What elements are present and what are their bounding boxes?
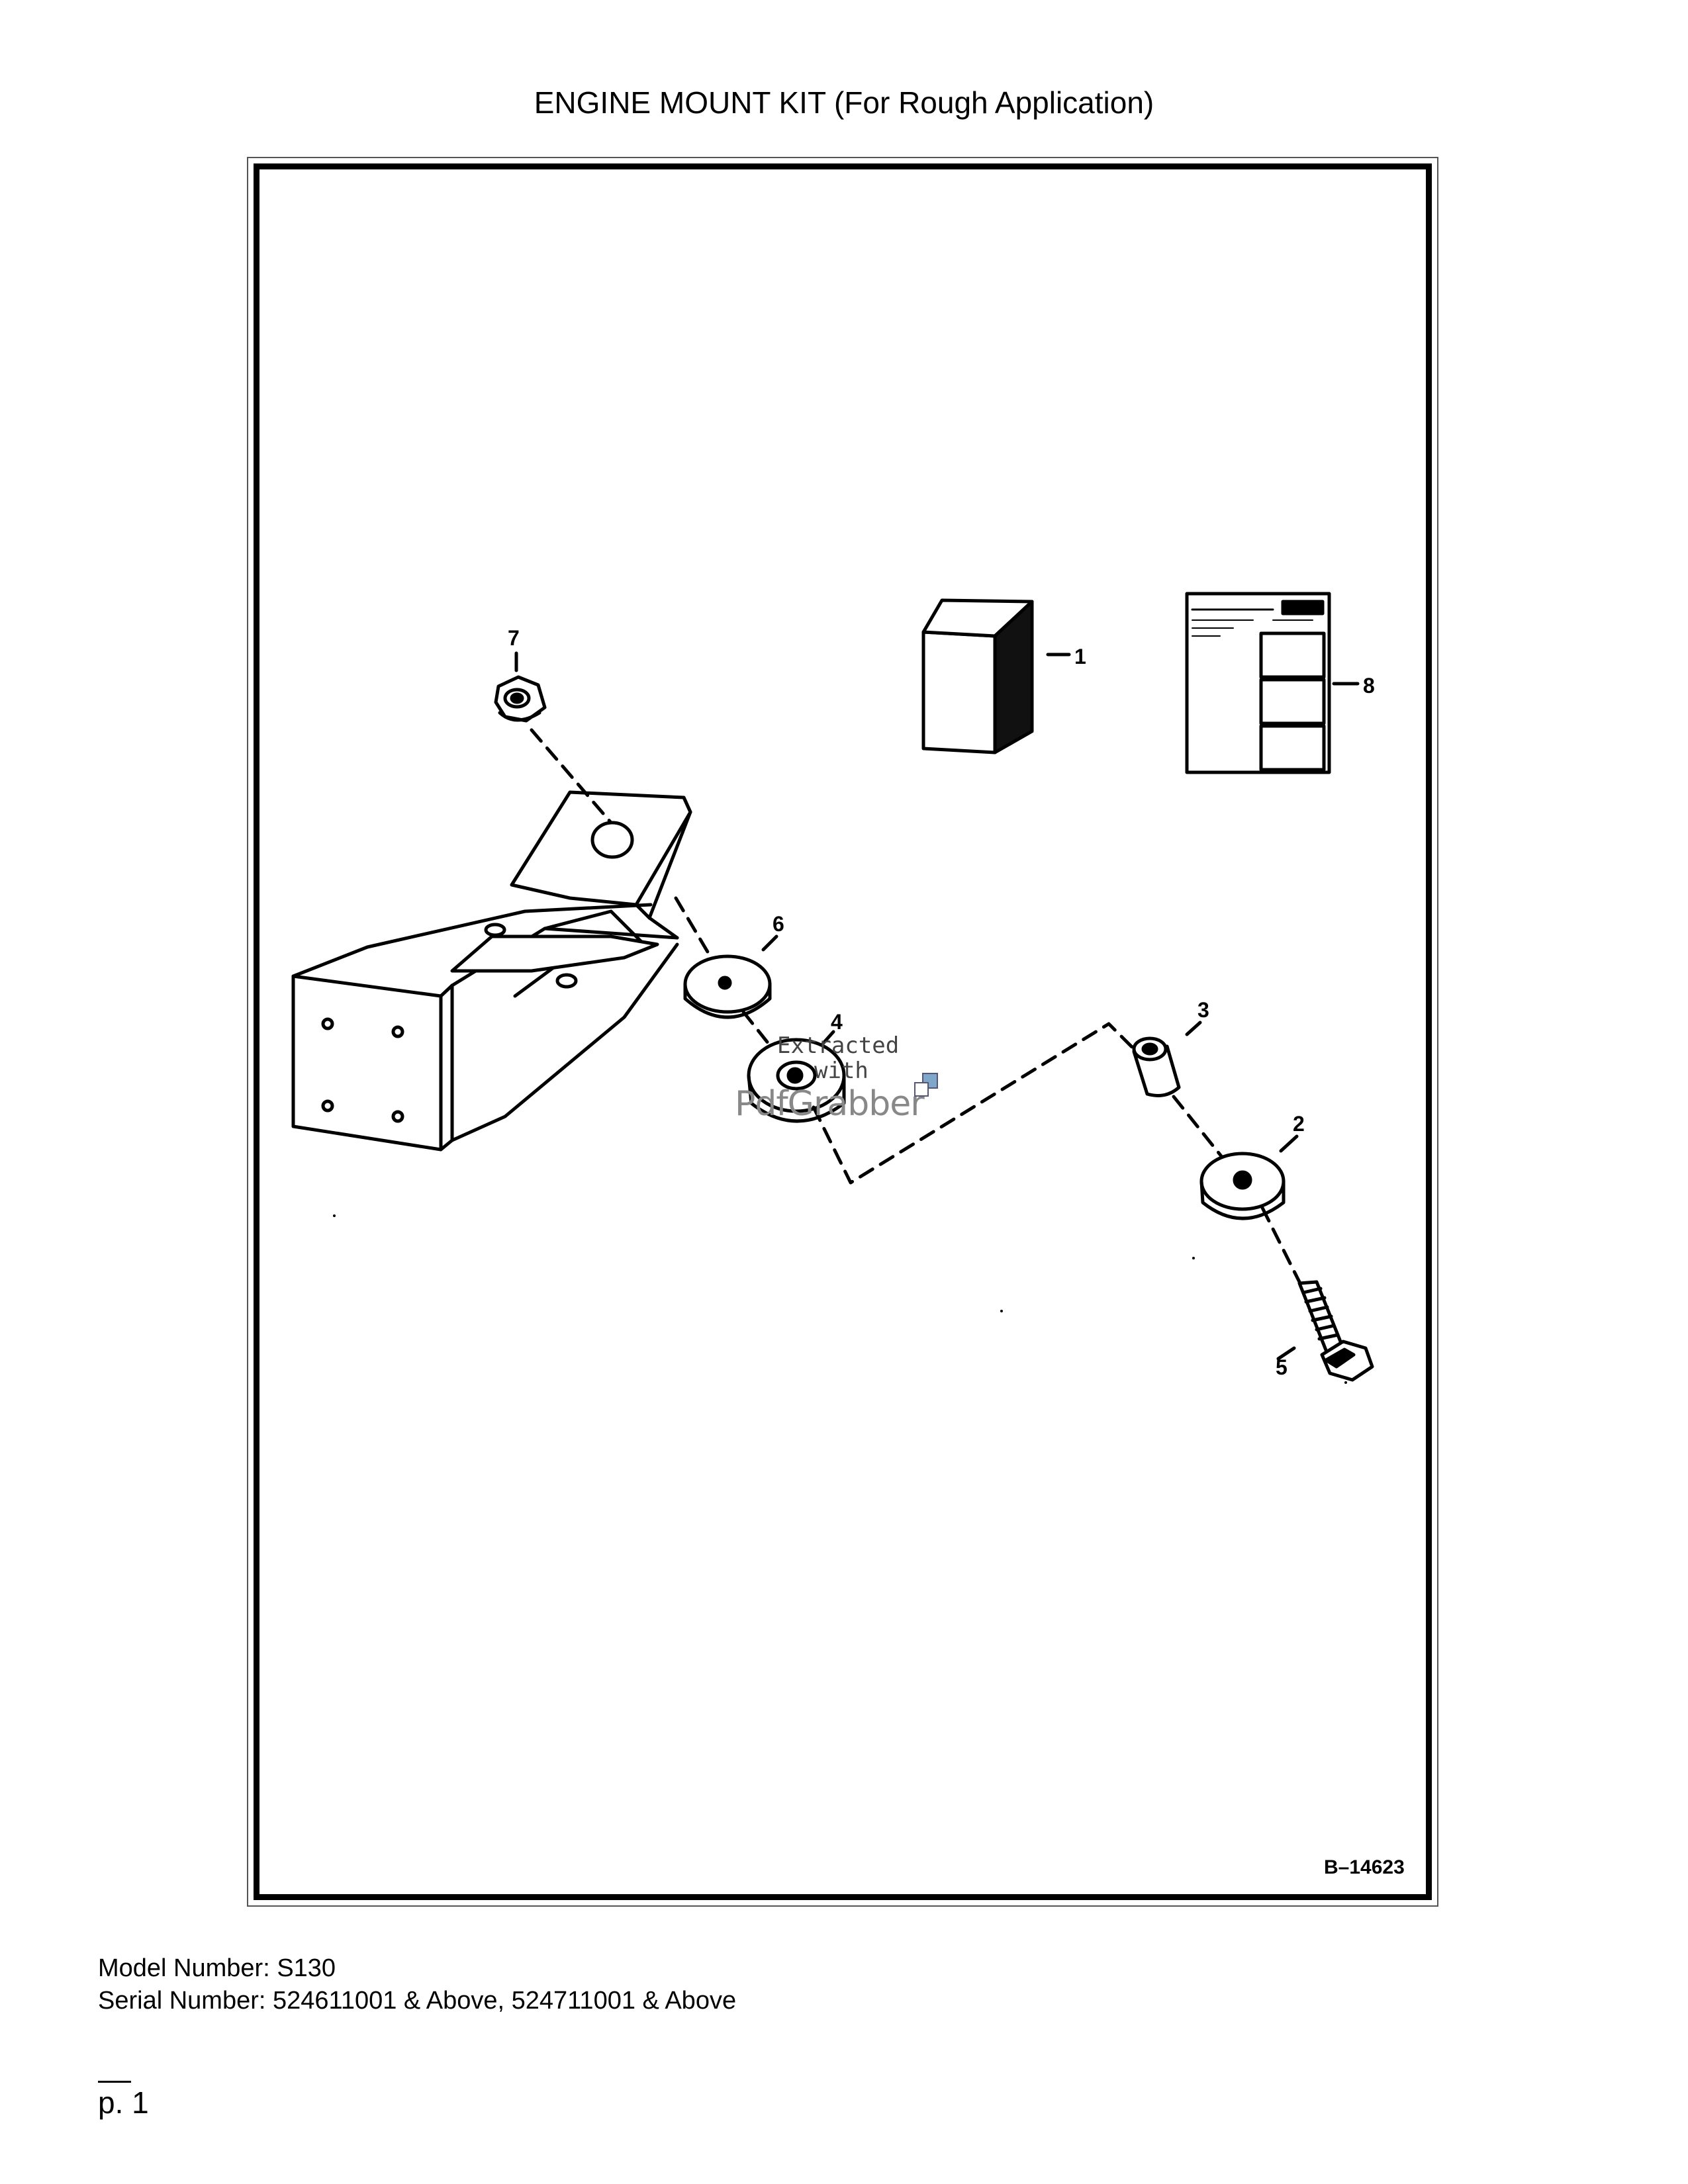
callout-6: 6 <box>773 912 784 936</box>
model-number: Model Number: S130 <box>98 1954 336 1982</box>
watermark-brand: PdfGrabber <box>735 1084 925 1124</box>
callout-4: 4 <box>831 1010 843 1034</box>
part-8-instruction-sheet <box>1185 592 1331 774</box>
callout-2: 2 <box>1293 1112 1305 1136</box>
leader-5 <box>1276 1346 1296 1361</box>
callout-5: 5 <box>1276 1355 1288 1379</box>
leader-3 <box>1185 1021 1202 1036</box>
page-rule <box>98 2081 131 2083</box>
part-2-isolator <box>1199 1152 1286 1220</box>
part-5-bolt <box>1297 1280 1374 1382</box>
part-6-isolator <box>683 954 772 1019</box>
callout-7: 7 <box>508 626 520 650</box>
callout-8: 8 <box>1363 674 1375 698</box>
watermark-logo-icon <box>914 1073 938 1097</box>
part-3-sleeve <box>1132 1036 1181 1097</box>
watermark-line-1: Extracted <box>777 1032 900 1059</box>
watermark: Extracted with PdfGrabber <box>735 1032 960 1145</box>
page-title: ENGINE MOUNT KIT (For Rough Application) <box>534 85 1154 120</box>
leader-4 <box>821 1030 835 1046</box>
callout-3: 3 <box>1197 998 1209 1022</box>
leader-6 <box>761 934 778 952</box>
figure-number: B–14623 <box>1324 1856 1405 1878</box>
watermark-line-2: with <box>814 1058 868 1084</box>
figure-frame-outer <box>247 157 1438 1907</box>
model-info: Model Number: S130 Serial Number: 524611… <box>98 1952 736 2017</box>
part-7-nut <box>494 675 547 723</box>
part-4-isolator <box>747 1038 846 1123</box>
page-number: p. 1 <box>98 2085 149 2120</box>
parts-diagram: 1 2 3 4 5 6 7 8 <box>291 592 1375 1384</box>
assembly-lines <box>530 728 1301 1284</box>
serial-number: Serial Number: 524611001 & Above, 524711… <box>98 1987 737 2015</box>
leader-2 <box>1279 1134 1299 1153</box>
part-1-box <box>921 598 1034 754</box>
scan-specks <box>333 1214 1347 1384</box>
callout-1: 1 <box>1074 645 1086 668</box>
figure-frame <box>254 163 1432 1900</box>
engine-mount-bracket <box>291 790 692 1152</box>
